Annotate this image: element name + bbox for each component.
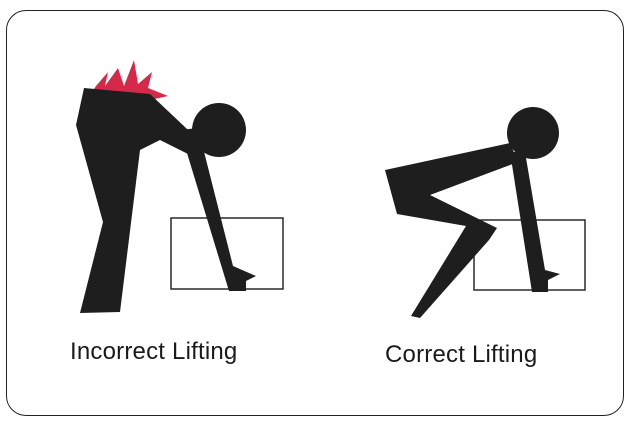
incorrect-lifting-caption: Incorrect Lifting: [70, 338, 237, 366]
correct-arm: [510, 152, 560, 292]
correct-head: [507, 107, 559, 159]
correct-lifting-caption: Correct Lifting: [385, 341, 537, 369]
correct-body: [385, 143, 518, 318]
incorrect-body: [76, 88, 205, 313]
incorrect-lifting-figure: [76, 60, 283, 313]
correct-lifting-figure: [385, 107, 585, 318]
